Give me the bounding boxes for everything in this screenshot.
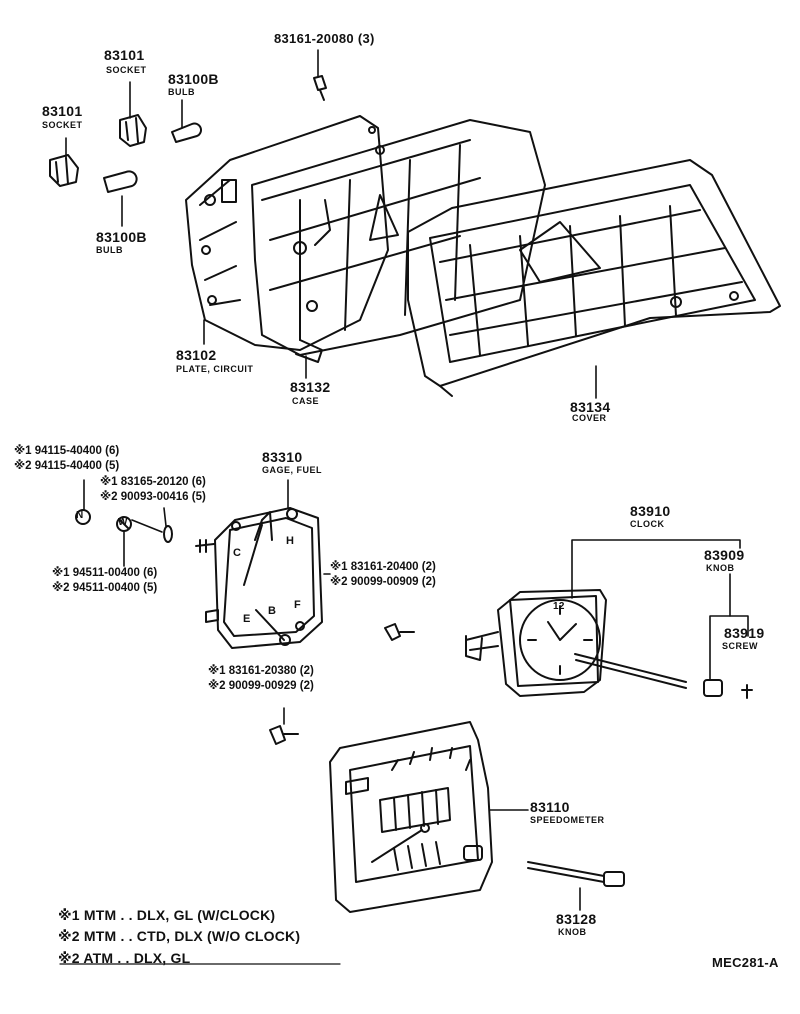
fuel-gage-name: GAGE, FUEL [262,465,323,475]
case-number: 83132 [290,379,331,395]
case-name: CASE [292,396,320,406]
screw-bottom-variant-1: ※1 83161-20380 (2) [208,665,314,677]
fuel-gage-drawing [195,507,323,649]
socket-left-number: 83101 [42,103,83,119]
socket-upper-drawing [119,114,147,147]
screw-top-drawing [313,75,327,101]
nut-letter: N [76,510,84,521]
gauge-letter-f: F [294,599,302,611]
clock-screw-number: 83919 [724,625,765,641]
clock-knob-name: KNOB [706,563,735,573]
plate-name: PLATE, CIRCUIT [176,364,254,374]
gauge-letter-e: E [243,613,251,625]
clock-numeral: 12 [553,601,565,612]
screw-bottom-drawing [269,725,299,745]
socket-left-drawing [49,154,79,187]
footnote-2: ※2 MTM . . CTD, DLX (W/O CLOCK) [58,928,301,944]
speedometer-drawing [329,721,493,913]
bulb-lower-number: 83100B [96,229,147,245]
washer-variant-1: ※1 83165-20120 (6) [100,476,206,488]
clock-knob-drawing [703,679,723,697]
clock-knob-number: 83909 [704,547,745,563]
case-drawing [251,119,546,363]
washer-variant-2: ※2 90093-00416 (5) [100,491,206,503]
circuit-plate-drawing [185,115,389,351]
bulb-upper-number: 83100B [168,71,219,87]
bulb-upper-name: BULB [168,87,195,97]
nut-variant-1: ※1 94115-40400 (6) [14,445,120,457]
nut-drawing [75,509,91,525]
speedo-knob-name: KNOB [558,927,587,937]
speedometer-number: 83110 [530,799,570,815]
bulb-lower-drawing [103,170,138,193]
plate-number: 83102 [176,347,217,363]
speedo-knob-number: 83128 [556,911,597,927]
nut-variant-2: ※2 94115-40400 (5) [14,460,120,472]
leader-lines [65,49,749,911]
clock-name: CLOCK [630,519,665,529]
gauge-letter-h: H [286,535,295,547]
cover-name: COVER [572,413,607,423]
gauge-letter-b: B [268,605,277,617]
cover-drawing [407,159,781,397]
clock-drawing [465,589,687,697]
lock-washer-variant-1: ※1 94511-00400 (6) [52,567,158,579]
speedometer-name: SPEEDOMETER [530,815,605,825]
screw-top-number: 83161-20080 (3) [274,31,375,46]
socket-left-name: SOCKET [42,120,83,130]
washer-drawing [163,525,173,543]
screw-right-variant-2: ※2 90099-00909 (2) [330,576,436,588]
screw-right-drawing [384,623,415,641]
lock-washer-drawing [116,516,132,532]
lock-washer-letter: W [118,517,128,528]
bulb-upper-drawing [171,122,202,143]
clock-number: 83910 [630,503,671,519]
screw-bottom-variant-2: ※2 90099-00929 (2) [208,680,314,692]
diagram-code: MEC281-A [712,955,779,970]
bulb-lower-name: BULB [96,245,123,255]
screw-right-variant-1: ※1 83161-20400 (2) [330,561,436,573]
cover-number: 83134 [570,399,611,415]
speedo-knob-drawing [527,861,625,887]
fuel-gage-number: 83310 [262,449,303,465]
clock-screw-drawing [741,684,753,699]
lock-washer-variant-2: ※2 94511-00400 (5) [52,582,158,594]
socket-upper-number: 83101 [104,47,145,63]
gauge-letter-c: C [233,547,242,559]
footnote-1: ※1 MTM . . DLX, GL (W/CLOCK) [58,907,276,923]
socket-upper-name: SOCKET [106,65,147,75]
footnote-3: ※2 ATM . . DLX, GL [58,950,191,966]
clock-screw-name: SCREW [722,641,758,651]
